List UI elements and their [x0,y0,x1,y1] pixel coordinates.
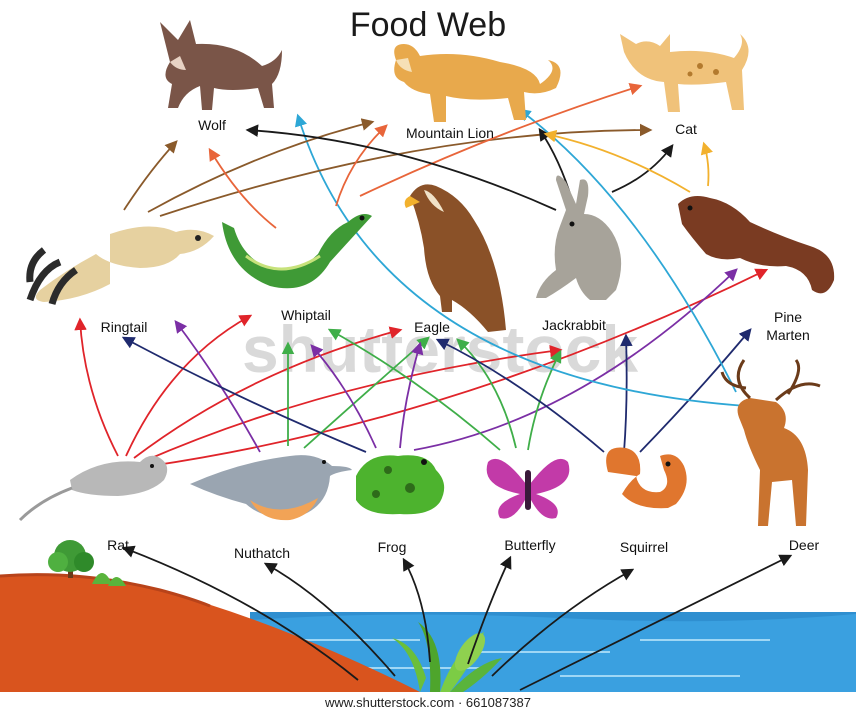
whiptail-icon [222,214,372,288]
pine-marten-icon [678,196,834,293]
arrow-jackrabbit-cat [612,146,672,192]
arrow-whiptail-wolf [210,150,276,228]
butterfly-icon [487,459,570,519]
ringtail-icon [30,226,214,304]
mountain-lion-icon [394,44,560,122]
label-eagle: Eagle [414,319,450,335]
label-cat: Cat [675,121,697,137]
label-mountain-lion: Mountain Lion [406,125,494,141]
label-rat: Rat [107,537,129,553]
label-pine-marten-line2: Marten [766,327,810,343]
page-title: Food Web [350,6,506,44]
label-pine-marten-line1: Pine [774,309,802,325]
cat-icon [620,34,749,112]
predator-arrows [80,110,766,466]
frog-icon [356,455,444,514]
arrow-ringtail-wolf [124,142,176,210]
wolf-icon [160,20,282,110]
arrow-jackrabbit-wolf [248,130,556,210]
label-squirrel: Squirrel [620,539,668,555]
label-nuthatch: Nuthatch [234,545,290,561]
label-wolf: Wolf [198,117,226,133]
label-whiptail: Whiptail [281,307,331,323]
footer-text: www.shutterstock.com · 661087387 [324,695,531,710]
arrow-squirrel-pine-marten [640,330,750,452]
rat-icon [20,456,167,520]
eagle-icon [405,184,506,332]
label-butterfly: Butterfly [504,537,555,553]
arrow-pine-marten-mountain-lion [546,134,690,192]
nuthatch-icon [190,455,352,520]
arrow-whiptail-cat [360,86,640,196]
label-deer: Deer [789,537,820,553]
label-ringtail: Ringtail [101,319,148,335]
squirrel-icon [606,448,687,509]
label-jackrabbit: Jackrabbit [542,317,606,333]
deer-icon [722,360,820,526]
arrow-rat-ringtail [80,320,118,456]
label-frog: Frog [378,539,407,555]
arrow-pine-marten-cat [704,144,709,186]
